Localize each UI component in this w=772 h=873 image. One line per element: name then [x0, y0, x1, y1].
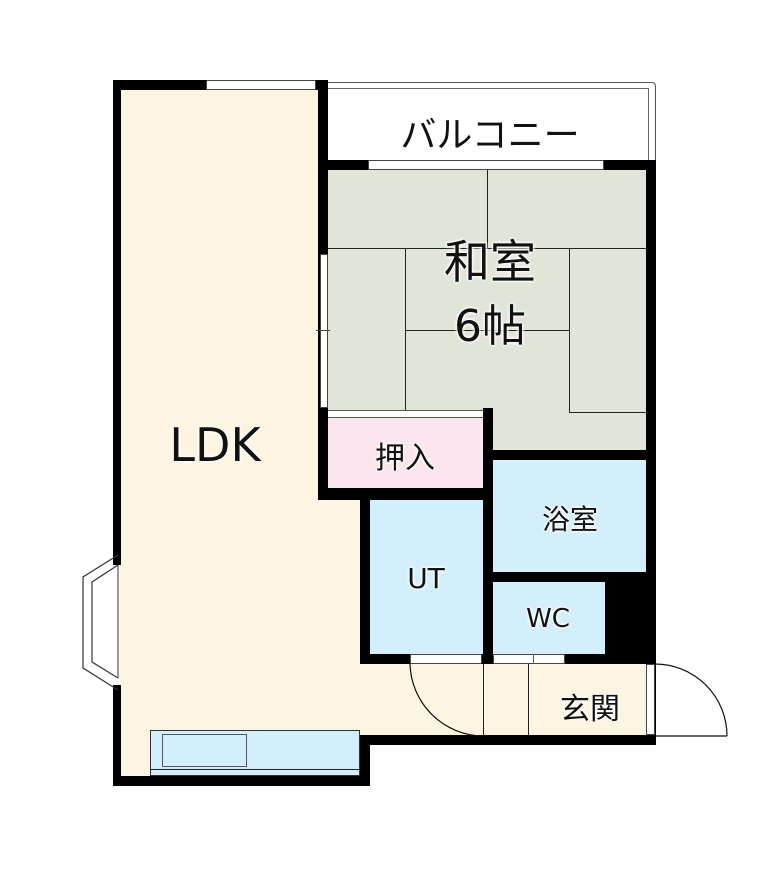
entrance-door-swing: [654, 663, 728, 737]
wall: [483, 450, 653, 460]
genkan-room: [483, 664, 646, 735]
wall: [360, 495, 370, 663]
washitsu-size: 6帖: [454, 301, 526, 352]
wall: [483, 572, 653, 582]
oshiire-sliding-door: [328, 410, 484, 418]
wall: [360, 735, 656, 745]
window-tick: [316, 330, 330, 331]
kitchen-sink: [162, 734, 247, 767]
tatami-line: [405, 330, 569, 331]
oshiire-label: 押入: [375, 441, 435, 476]
ldk-room-lower: [120, 660, 490, 735]
kitchen-counter-edge: [150, 769, 360, 770]
balcony-label: バルコニー: [400, 115, 580, 156]
wc-label: WC: [526, 604, 570, 634]
wall: [360, 735, 370, 785]
tatami-line: [569, 248, 570, 412]
tatami-line: [405, 248, 406, 420]
ut-label: UT: [407, 562, 445, 595]
window: [206, 80, 316, 90]
tatami-line: [328, 248, 646, 249]
wall: [113, 776, 370, 786]
genkan-label: 玄関: [560, 692, 620, 727]
oshiire-room: [328, 418, 484, 490]
wall: [318, 488, 490, 500]
balcony-inner-rail: [326, 88, 649, 166]
wall: [605, 578, 653, 664]
balcony: [326, 82, 656, 166]
ut-room: [370, 500, 483, 654]
window: [320, 254, 328, 408]
genkan-step-line: [528, 664, 529, 735]
wc-door-split: [533, 654, 534, 664]
tatami-line: [569, 412, 646, 413]
window: [368, 160, 604, 170]
bay-window: [82, 554, 119, 691]
ut-door-swing: [409, 663, 483, 737]
wc-door: [493, 654, 565, 664]
ldk-room-mid: [320, 495, 365, 665]
bath-label: 浴室: [541, 503, 598, 536]
tatami-line: [487, 170, 488, 248]
entrance-door-frame: [646, 664, 655, 735]
wc-room: [492, 582, 605, 654]
ldk-label: LDK: [169, 418, 261, 472]
wall: [113, 80, 121, 565]
genkan-step-line: [483, 664, 484, 735]
wall: [113, 685, 121, 785]
washitsu-label: 和室: [444, 235, 536, 289]
wall: [483, 408, 493, 664]
bath-room: [492, 460, 646, 572]
ut-door: [410, 654, 482, 664]
